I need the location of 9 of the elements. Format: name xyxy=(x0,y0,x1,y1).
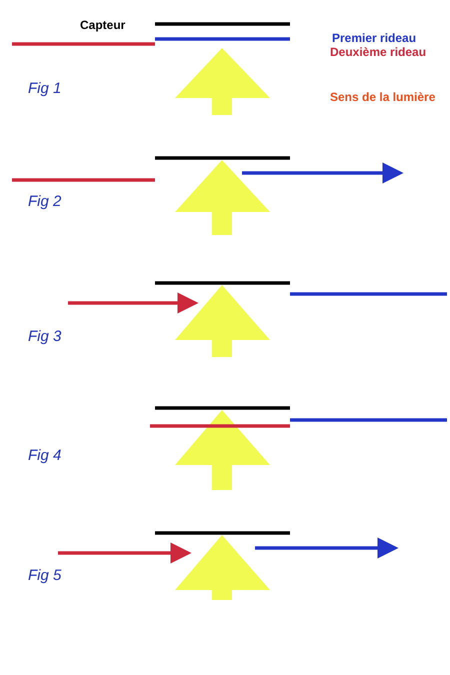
figure-label: Fig 2 xyxy=(28,193,62,210)
figure-label: Fig 4 xyxy=(28,447,62,464)
legend-label: Deuxième rideau xyxy=(330,45,426,59)
legend-label: Premier rideau xyxy=(332,31,416,45)
figure-label: Fig 1 xyxy=(28,80,62,97)
figure-label: Fig 3 xyxy=(28,328,62,345)
sensor-label: Capteur xyxy=(80,18,126,32)
legend-label: Sens de la lumière xyxy=(330,90,436,104)
figure-label: Fig 5 xyxy=(28,567,62,584)
